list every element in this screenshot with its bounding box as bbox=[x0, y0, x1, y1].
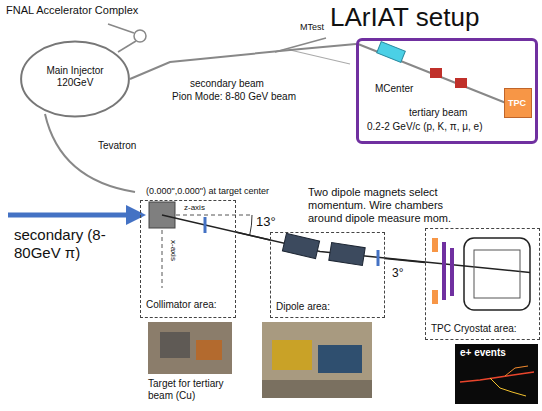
beamline-name: MTest bbox=[300, 22, 324, 33]
magnet-block bbox=[430, 68, 442, 78]
region-box: TPC MCenter tertiary beam 0.2-2 GeV/c (p, K… bbox=[356, 38, 538, 144]
tof-paddle bbox=[432, 238, 438, 252]
node-heading: Dipole area: bbox=[276, 301, 330, 313]
dipole-photo bbox=[262, 322, 372, 398]
transfer-line bbox=[118, 41, 136, 52]
event-track bbox=[490, 378, 526, 396]
section-heading: FNAL Accelerator Complex bbox=[6, 4, 138, 17]
note: Two dipole magnets select momentum. Wire… bbox=[308, 186, 468, 226]
event-box: e+ events bbox=[455, 344, 538, 404]
node-heading: e+ events bbox=[460, 347, 506, 359]
title: LArIAT setup bbox=[330, 2, 479, 33]
beam-label: secondary (8-80GeV π) bbox=[14, 226, 129, 262]
ring-name: Tevatron bbox=[98, 140, 136, 152]
event-track bbox=[460, 372, 534, 382]
event-display bbox=[455, 344, 538, 404]
node-heading: TPC Cryostat area: bbox=[431, 323, 517, 335]
beam-connector bbox=[236, 232, 270, 240]
dipole-photo-floor bbox=[262, 380, 372, 398]
detector-box: TPC bbox=[504, 88, 532, 118]
magnet-block bbox=[455, 78, 467, 88]
ring-node: Main Injector 120GeV bbox=[20, 40, 130, 118]
neutrino-branch bbox=[290, 50, 350, 64]
beam-label: secondary beam bbox=[190, 78, 264, 90]
cryostat-outline bbox=[464, 238, 530, 310]
area-box: Collimator area: bbox=[140, 200, 236, 318]
node-text: tertiary beam bbox=[409, 107, 467, 119]
area-box: Dipole area: bbox=[270, 232, 385, 318]
photo-caption: Target for tertiary beam (Cu) bbox=[148, 378, 243, 402]
tevatron-ring bbox=[45, 114, 135, 192]
wire-chamber-bar bbox=[450, 248, 454, 296]
angle-arc bbox=[250, 215, 252, 235]
mcenter-target-block bbox=[377, 42, 406, 63]
node-heading: Main Injector 120GeV bbox=[40, 65, 110, 89]
wire-chamber bbox=[377, 250, 380, 266]
node-text: 0.2-2 GeV/c (p, K, π, μ, e) bbox=[367, 121, 482, 133]
x-axis-line bbox=[162, 230, 163, 288]
dipole-photo-detail bbox=[318, 345, 362, 373]
beam-label: Pion Mode: 8-80 GeV beam bbox=[172, 91, 296, 103]
area-box: TPC Cryostat area: bbox=[425, 228, 540, 340]
tof-paddle bbox=[432, 290, 438, 304]
tpc-outline bbox=[474, 250, 520, 298]
dipole-magnet bbox=[329, 242, 365, 265]
node-heading: MCenter bbox=[375, 83, 413, 95]
angle-label: 3° bbox=[392, 266, 403, 280]
node-heading: TPC bbox=[508, 98, 526, 109]
z-axis-line bbox=[176, 215, 252, 216]
booster-ring bbox=[134, 30, 146, 42]
target-photo bbox=[148, 322, 232, 374]
axis-label: z-axis bbox=[184, 203, 205, 213]
node-heading: Collimator area: bbox=[146, 299, 217, 311]
wire-chamber-bar bbox=[442, 242, 446, 300]
coordinate-note: (0.000",0.000") at target center bbox=[146, 186, 269, 197]
linac-line bbox=[108, 24, 134, 33]
dipole-photo-detail bbox=[272, 340, 312, 370]
secondary-beam-arrow bbox=[8, 213, 142, 218]
dipole-magnet bbox=[282, 233, 319, 258]
event-track bbox=[505, 366, 528, 376]
ellipse-shape bbox=[21, 42, 129, 117]
beam-connector bbox=[130, 44, 356, 79]
target-photo-detail bbox=[196, 340, 222, 360]
wire-chamber bbox=[204, 217, 207, 233]
axis-label: x-axis bbox=[168, 240, 178, 261]
angle-label: 13° bbox=[256, 214, 276, 230]
target-photo-detail bbox=[160, 332, 190, 358]
beam-connector bbox=[385, 259, 425, 263]
